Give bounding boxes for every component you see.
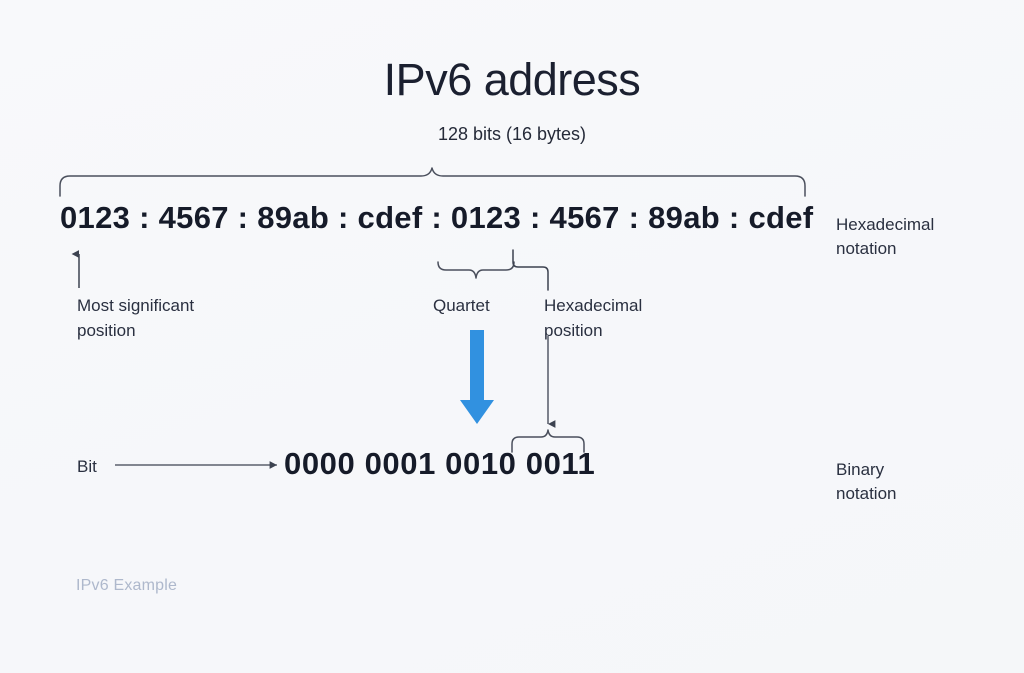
page-title: IPv6 address [383,54,641,105]
bit-label: Bit [77,457,97,476]
expand-arrow-icon [460,330,494,424]
quartet-brace-icon [437,261,515,279]
hexadecimal-position-connector-icon [512,249,549,291]
footer-caption: IPv6 Example [76,577,178,594]
top-brace-icon [59,167,806,197]
page-subtitle: 128 bits (16 bytes) [437,124,587,144]
quartet-label: Quartet [433,296,490,315]
hex-address-value: 0123 : 4567 : 89ab : cdef : 0123 : 4567 … [60,200,814,235]
hexadecimal-position-label: Hexadecimal position [544,296,643,340]
most-significant-position-label: Most significant position [77,296,195,340]
binary-notation-label: Binary notation [836,460,897,504]
hexadecimal-notation-label: Hexadecimal notation [836,215,935,259]
binary-value: 0000 0001 0010 0011 [284,446,596,481]
